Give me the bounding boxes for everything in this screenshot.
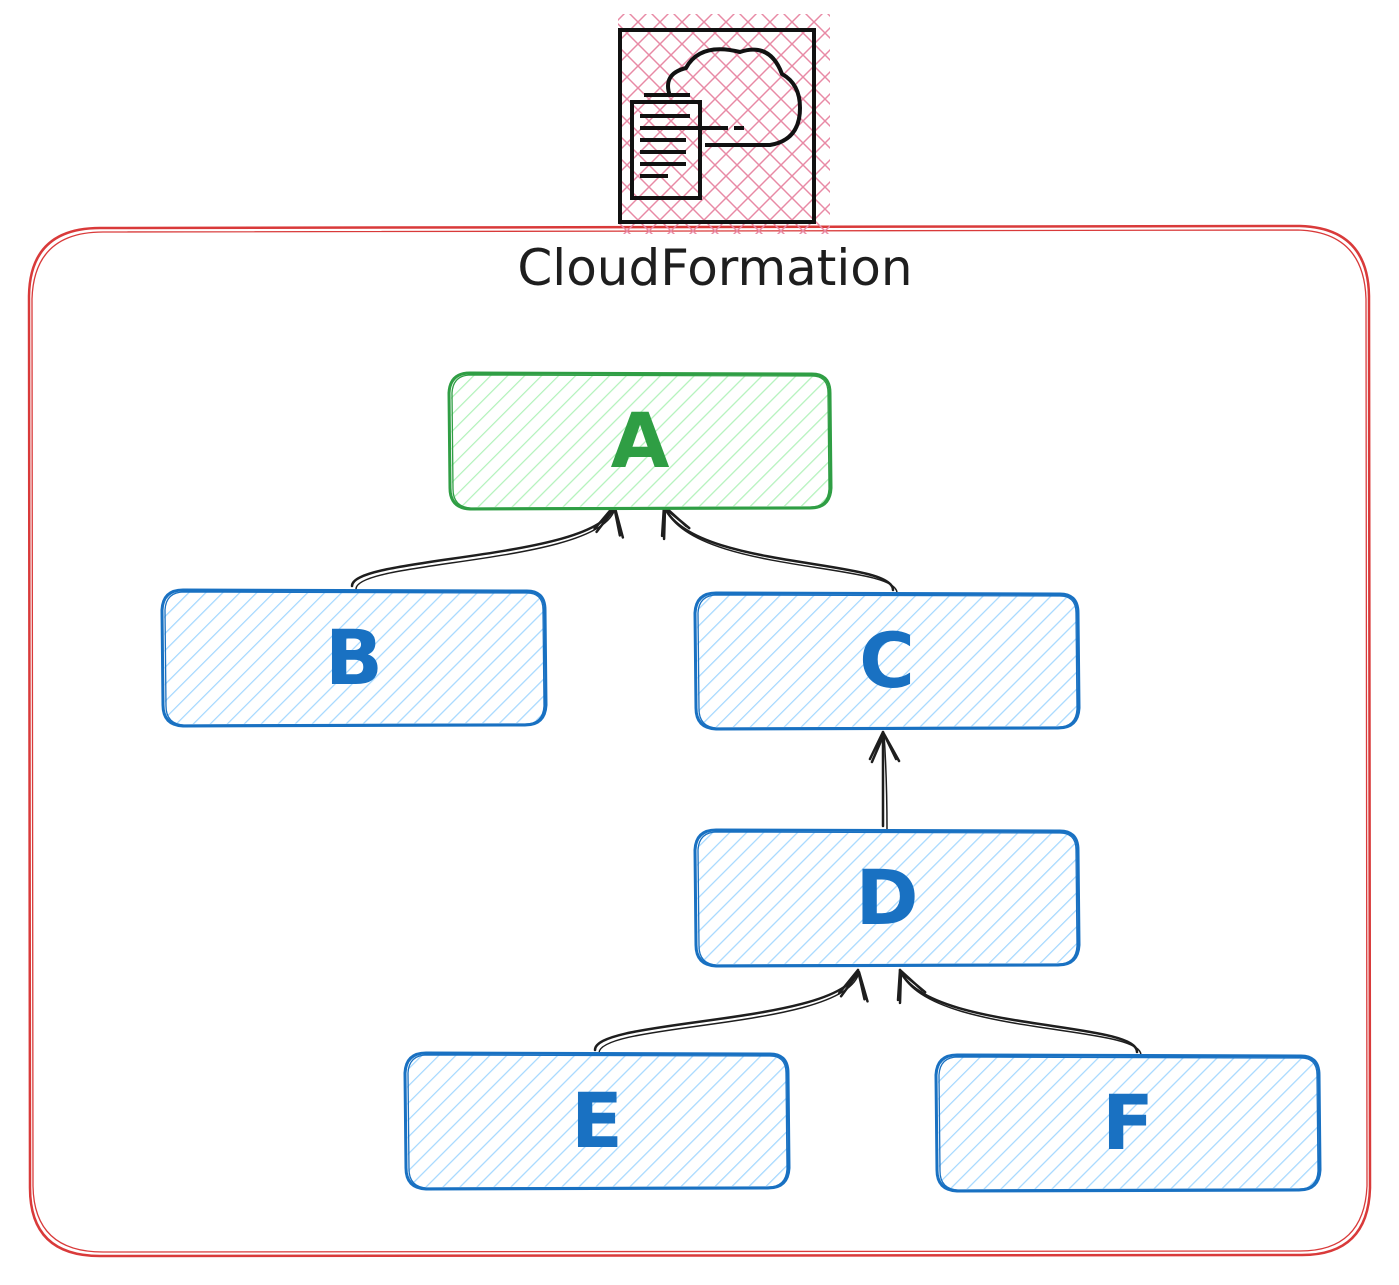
node-border — [403, 1051, 791, 1191]
edges-layer — [350, 504, 1142, 1056]
node-label: E — [571, 1076, 623, 1165]
node-border — [934, 1053, 1322, 1193]
node-border — [693, 828, 1081, 968]
node-hatch-fill — [451, 375, 829, 507]
node-border — [160, 588, 548, 728]
node-hatch-fill — [164, 592, 544, 724]
node-b: B — [160, 588, 548, 728]
node-d: D — [693, 828, 1081, 968]
node-hatch-fill — [697, 595, 1077, 727]
node-hatch-fill — [407, 1055, 787, 1187]
node-label: F — [1102, 1078, 1154, 1167]
node-label: C — [859, 616, 915, 705]
container-title: CloudFormation — [517, 239, 912, 297]
node-c: C — [693, 591, 1081, 731]
edge-b-to-a — [350, 504, 625, 590]
node-hatch-fill — [938, 1057, 1318, 1189]
node-border — [447, 371, 833, 511]
arrowhead — [837, 968, 869, 1003]
arrowhead — [868, 730, 901, 764]
edge-c-to-a — [660, 504, 898, 594]
node-e: E — [403, 1051, 791, 1191]
cloudformation-container: CloudFormation — [27, 224, 1372, 1258]
node-label: B — [325, 613, 383, 702]
arrowhead — [593, 504, 625, 539]
edge-e-to-d — [593, 968, 869, 1054]
edge-f-to-d — [896, 968, 1142, 1056]
cloudformation-icon — [618, 14, 830, 234]
nodes-layer: A B C D E F — [160, 371, 1322, 1193]
edge-d-to-c — [868, 730, 901, 830]
node-label: D — [855, 853, 918, 942]
node-label: A — [611, 396, 670, 485]
node-hatch-fill — [697, 832, 1077, 964]
node-a: A — [447, 371, 833, 511]
node-border — [693, 591, 1081, 731]
node-f: F — [934, 1053, 1322, 1193]
arrowhead — [896, 968, 927, 1005]
